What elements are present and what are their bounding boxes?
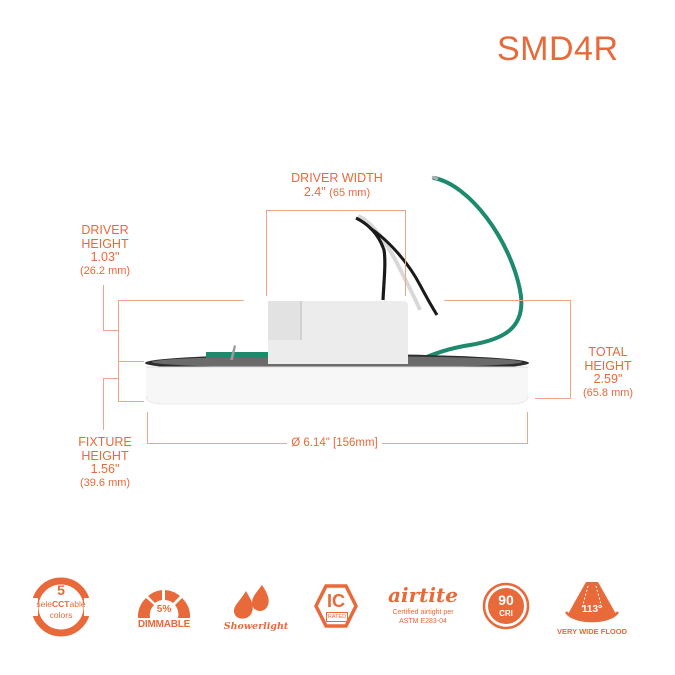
diameter-line-right — [527, 412, 528, 444]
driver-height-inches: 1.03" — [90, 250, 120, 264]
badge-selecctable: 5 seleCCTable colors — [30, 576, 92, 638]
beam-cone-icon — [564, 582, 620, 623]
airtite-line1: Certified airtight per — [392, 609, 454, 616]
badge-cri: 90 CRI — [482, 582, 530, 630]
fixture-height-label: FIXTURE HEIGHT 1.56" (39.6 mm) — [70, 435, 140, 490]
selecctable-number: 5 — [57, 582, 65, 598]
driver-height-line-vertical — [118, 300, 119, 362]
selecctable-ring-icon — [30, 577, 92, 637]
diameter-line-bottom-right — [382, 443, 528, 444]
driver-width-line-right — [405, 210, 406, 296]
fixture-height-mm: (39.6 mm) — [79, 476, 131, 489]
cri-value: 90 — [498, 592, 514, 608]
total-height-title-2: HEIGHT — [584, 358, 632, 373]
badge-beam-angle: 113° VERY WIDE FLOOD — [552, 580, 632, 642]
total-height-inches: 2.59" — [593, 372, 623, 386]
fixture-height-line-vertical — [118, 361, 119, 402]
dimmer-gauge-icon — [137, 590, 191, 618]
selecctable-text: seleCCTable — [28, 599, 94, 609]
driver-width-title: DRIVER WIDTH — [291, 171, 383, 185]
driver-width-inches: 2.4" — [303, 184, 326, 199]
total-height-title-1: TOTAL — [588, 345, 628, 359]
fixture-height-inches: 1.56" — [90, 462, 120, 476]
driver-width-line-left — [266, 210, 267, 296]
product-model-title: SMD4R — [497, 30, 619, 68]
diameter-line-bottom-left — [147, 443, 287, 444]
fixture-height-line-stem — [103, 378, 104, 430]
total-height-line-vertical — [570, 300, 571, 399]
total-height-line-top — [444, 300, 571, 301]
dimmable-value: 5% — [156, 604, 172, 615]
fixture-height-line-bottom — [118, 401, 144, 402]
driver-height-line-bottom — [118, 361, 144, 362]
fixture-height-line-join — [103, 378, 119, 379]
total-height-mm: (65.8 mm) — [582, 386, 634, 399]
badge-showerlight: Showerlight — [224, 583, 288, 641]
driver-width-mm: (65 mm) — [329, 186, 371, 199]
driver-height-title-1: DRIVER — [81, 223, 129, 237]
beam-angle-label: VERY WIDE FLOOD — [556, 627, 627, 636]
ic-hexagon-icon — [314, 584, 358, 628]
showerlight-label: Showerlight — [223, 621, 289, 632]
driver-height-title-2: HEIGHT — [81, 236, 129, 251]
driver-height-line-stem — [103, 285, 104, 331]
driver-height-line-top — [118, 300, 244, 301]
selecctable-text-a: sele — [36, 599, 53, 609]
total-height-line-bottom — [535, 398, 571, 399]
selecctable-text-b: CCT — [52, 599, 70, 609]
badge-ic-rated: IC RATED — [314, 584, 358, 628]
driver-height-line-join — [103, 330, 119, 331]
driver-width-label: DRIVER WIDTH 2.4" (65 mm) — [270, 171, 404, 200]
airtite-line2: ASTM E283-04 — [399, 618, 447, 625]
airtite-logo: airtite — [388, 583, 458, 607]
badge-airtite: airtite Certified airtight per ASTM E283… — [378, 584, 468, 634]
driver-height-label: DRIVER HEIGHT 1.03" (26.2 mm) — [70, 223, 140, 278]
cri-circle-icon — [482, 582, 530, 630]
badge-dimmable: 5% DIMMABLE — [132, 582, 196, 640]
water-drops-icon — [234, 585, 269, 619]
selecctable-colors: colors — [49, 610, 73, 620]
dimmable-label: DIMMABLE — [137, 619, 191, 630]
fixture-height-title-1: FIXTURE — [78, 435, 132, 449]
ic-big-text: IC — [327, 591, 345, 611]
fixture-height-title-2: HEIGHT — [81, 448, 129, 463]
diameter-line-left — [147, 412, 148, 444]
ic-rated-text: RATED — [326, 612, 348, 622]
total-height-label: TOTAL HEIGHT 2.59" (65.8 mm) — [575, 345, 641, 400]
cri-label: CRI — [499, 609, 513, 618]
selecctable-text-c: able — [69, 599, 86, 609]
diameter-label: Ø 6.14" [156mm] — [291, 437, 378, 449]
driver-width-line-top — [266, 210, 406, 211]
driver-height-mm: (26.2 mm) — [79, 264, 131, 277]
beam-angle-value: 113° — [581, 604, 603, 615]
